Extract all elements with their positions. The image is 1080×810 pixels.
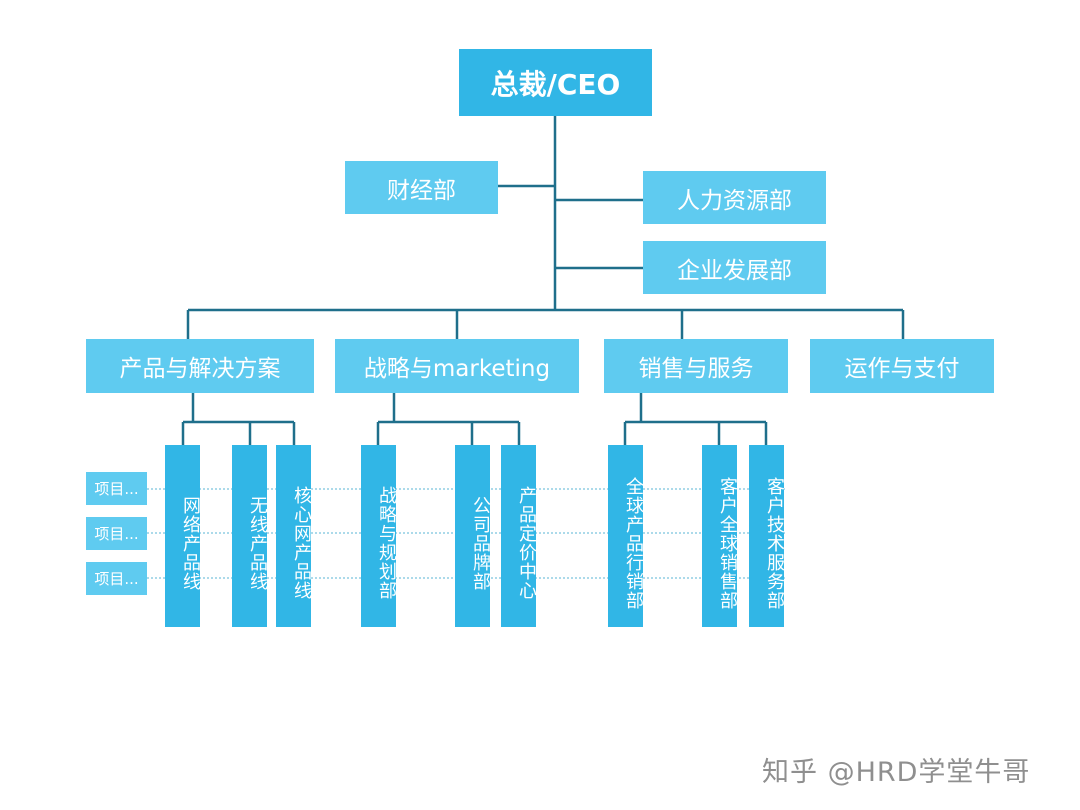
- division-product: 产品与解决方案: [86, 339, 314, 393]
- project-box-1: 项目...: [86, 472, 147, 505]
- sales-unit-1: 全球产品行销部: [608, 445, 644, 627]
- division-ops: 运作与支付: [810, 339, 994, 393]
- strategy-unit-1: 战略与规划部: [361, 445, 397, 627]
- bizdev-box: 企业发展部: [643, 241, 826, 294]
- hr-box: 人力资源部: [643, 171, 826, 224]
- sales-unit-3: 客户技术服务部: [749, 445, 785, 627]
- strategy-unit-2: 公司品牌部: [455, 445, 491, 627]
- ceo-box: 总裁/CEO: [459, 49, 652, 116]
- product-unit-2: 无线产品线: [232, 445, 268, 627]
- finance-box: 财经部: [345, 161, 498, 214]
- product-unit-3: 核心网产品线: [276, 445, 312, 627]
- sales-unit-2: 客户全球销售部: [702, 445, 738, 627]
- product-unit-1: 网络产品线: [165, 445, 201, 627]
- division-strategy: 战略与marketing: [335, 339, 579, 393]
- project-box-2: 项目...: [86, 517, 147, 550]
- division-sales: 销售与服务: [604, 339, 788, 393]
- watermark: 知乎 @HRD学堂牛哥: [762, 757, 1031, 788]
- strategy-unit-3: 产品定价中心: [501, 445, 537, 627]
- project-box-3: 项目...: [86, 562, 147, 595]
